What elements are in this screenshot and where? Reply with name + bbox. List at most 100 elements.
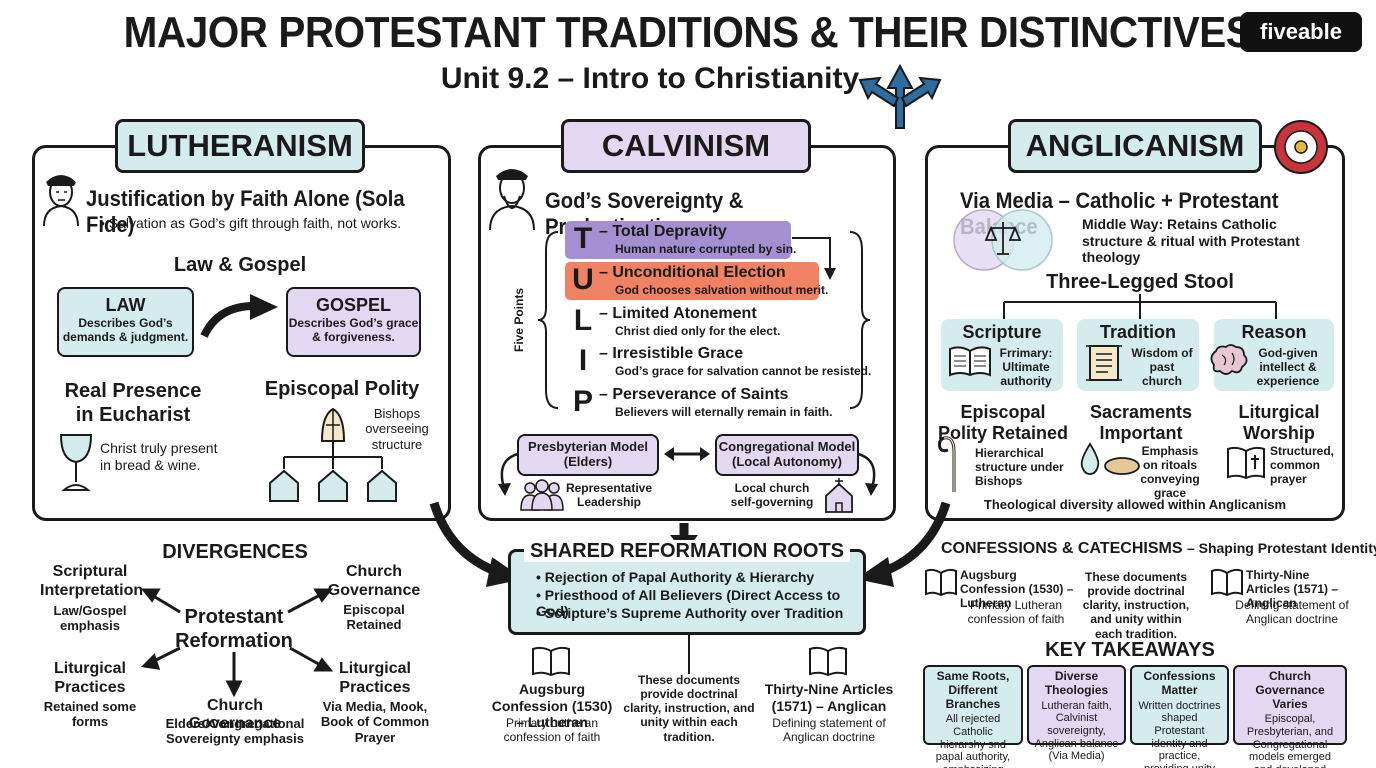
real-presence-text: Christ truly present in bread & wine. [100, 440, 218, 473]
shared-roots-point-3: • Scripture’s Supreme Authority over Tra… [536, 605, 844, 621]
anglican-polity-title: Episcopal Polity Retained [937, 402, 1069, 444]
five-points-right-brace [849, 231, 871, 409]
divergences-center: Protestant Reformation [175, 606, 293, 652]
takeaway-governance-varies-title: Church Governance Varies [1255, 669, 1325, 711]
takeaway-confessions-matter-text: Written doctrines shaped Protestant iden… [1138, 699, 1221, 768]
local-church-icon [825, 478, 853, 513]
real-presence-title: Real Presence in Eucharist [64, 380, 202, 426]
takeaway-diverse-theologies-title: Diverse Theologies [1044, 669, 1109, 697]
liturgical-worship-text: Structured, common prayer [1270, 444, 1335, 487]
confessions-subtitle: – Shaping Protestant Identity [1186, 540, 1376, 556]
shared-augsburg-title: Augsburg Confession (1530) – Lutheran [491, 681, 613, 731]
gospel-box-text: Describes God’s grace & forgiveness. [288, 316, 419, 345]
divergence-governance-elders-text: Elders/Congregational Sovereignty emphas… [165, 716, 305, 747]
shared-roots-connector-line [688, 634, 690, 674]
reason-leg-text: God-given intellect & experience [1256, 346, 1320, 389]
scripture-leg-title: Scripture [962, 322, 1042, 342]
presbyterian-curve-arrow-icon [498, 452, 519, 496]
via-media-text: Middle Way: Retains Catholic structure &… [1082, 216, 1300, 266]
stool-connector-lines [1003, 294, 1277, 320]
presbyterian-model-box: Presbyterian Model (Elders) [517, 434, 659, 476]
tulip-letter-i: I [578, 344, 588, 377]
shared-articles-text: Defining statement of Anglican doctrine [772, 716, 886, 745]
calvinism-tag: CALVINISM [561, 119, 811, 173]
augsburg-book-icon [532, 646, 570, 676]
takeaways-title: KEY TAKEAWAYS [1045, 639, 1215, 661]
page-title: MAJOR PROTESTANT TRADITIONS & THEIR DIST… [123, 8, 1253, 57]
confessions-augsburg-book-icon [925, 568, 957, 596]
takeaway-confessions-matter: Confessions Matter Written doctrines sha… [1130, 665, 1229, 768]
presbyterian-text: Representative Leadership [565, 481, 653, 510]
tulip-letter-l: L [573, 304, 593, 337]
takeaway-diverse-theologies-text: Lutheran faith, Calvinist sovereignty, A… [1034, 699, 1119, 763]
tulip-u-highlight [565, 262, 819, 300]
law-box-text: Describes God’s demands & judgment. [62, 316, 189, 345]
divergence-liturgical-right-text: Via Media, Mook, Book of Common Prayer [320, 699, 430, 745]
tulip-text-l: Christ died only for the elect. [615, 324, 781, 338]
five-points-label: Five Points [512, 287, 526, 352]
chalice-icon [59, 434, 93, 491]
prayer-book-icon [1227, 446, 1265, 480]
law-gospel-title: Law & Gospel [173, 254, 307, 276]
justification-text: • Salvation as God’s gift through faith,… [100, 215, 402, 231]
shared-augsburg-text: Primary Lutheran confession of faith [503, 716, 601, 745]
divergence-governance-episcopal-text: Episcopal Retained [343, 602, 405, 633]
church-hierarchy-icon [269, 407, 397, 502]
john-calvin-portrait-icon [489, 169, 535, 231]
law-box-title: LAW [105, 295, 146, 315]
tradition-leg-text: Wisdom of past church [1131, 346, 1193, 389]
confessions-articles-text: Defining statement of Anglican doctrine [1235, 598, 1349, 627]
divergence-governance-episcopal-title: Church Governance [327, 563, 421, 599]
tulip-t-highlight [565, 221, 791, 259]
takeaway-confessions-matter-title: Confessions Matter [1143, 669, 1216, 697]
scroll-icon [1086, 345, 1122, 381]
shared-roots-point-2: • Priesthood of All Believers (Direct Ac… [536, 587, 841, 619]
tulip-letter-p: P [572, 385, 593, 418]
confessions-augsburg-title: Augsburg Confession (1530) – Lutheran [960, 568, 1074, 611]
divergence-governance-elders-title: Church Governance [188, 697, 282, 732]
t-to-u-arrow-icon [792, 237, 836, 280]
tulip-letter-u: U [572, 263, 594, 296]
via-media-venn-icon [953, 209, 1053, 271]
takeaway-diverse-theologies: Diverse Theologies Lutheran faith, Calvi… [1027, 665, 1126, 762]
divergence-scriptural-text: Law/Gospel emphasis [53, 603, 127, 634]
crozier-icon [938, 436, 956, 492]
stool-title: Three-Legged Stool [1046, 271, 1234, 293]
lutheran-polity-title: Episcopal Polity [264, 378, 420, 400]
tulip-title-l: – Limited Atonement [599, 305, 757, 322]
takeaway-same-roots: Same Roots, Different Branches All rejec… [923, 665, 1023, 768]
anglican-polity-text: Hierarchical structure under Bishops [975, 446, 1064, 489]
confessions-heading: CONFESSIONS & CATECHISMS – Shaping Prote… [941, 540, 1376, 558]
tulip-title-i: – Irresistible Grace [599, 345, 744, 362]
tulip-text-i: God’s grace for salvation cannot be resi… [615, 364, 872, 378]
brain-icon [1210, 344, 1248, 375]
gospel-box: GOSPEL Describes God’s grace & forgivene… [286, 287, 421, 357]
tudor-rose-icon [1274, 120, 1328, 174]
shared-articles-title: Thirty-Nine Articles (1571) – Anglican [764, 681, 894, 714]
congregational-text: Local church self-governing [730, 481, 814, 510]
takeaway-same-roots-text: All rejected Catholic hierarshy snd papa… [935, 713, 1011, 768]
converging-arrows [429, 501, 951, 587]
five-points-left-brace [537, 231, 559, 409]
lutheran-polity-text: Bishops overseeing structure [365, 406, 429, 452]
tulip-text-u: God chooses salvation without merit. [615, 283, 829, 297]
tulip-text-p: Believers will eternally remain in faith… [615, 405, 833, 419]
law-box: LAW Describes God’s demands & judgment. [57, 287, 194, 357]
diversity-note: Theological diversity allowed within Ang… [983, 497, 1287, 512]
confessions-articles-title: Thirty-Nine Articles (1571) – Anglican [1246, 568, 1339, 611]
confessions-articles-book-icon [1211, 568, 1243, 596]
tradition-leg-title: Tradition [1100, 322, 1176, 342]
congregational-curve-arrow-icon [857, 452, 878, 496]
open-book-icon [949, 346, 991, 377]
sacraments-text: Emphasis on ritoals conveying grace [1140, 444, 1200, 501]
takeaway-governance-varies: Church Governance Varies Episcopal, Pres… [1233, 665, 1347, 768]
confessions-middle-text: These documents provide doctrinal clarit… [1082, 570, 1190, 641]
takeaway-same-roots-title: Same Roots, Different Branches [936, 669, 1010, 711]
articles-book-icon [809, 646, 847, 676]
confessions-title: CONFESSIONS & CATECHISMS [941, 540, 1183, 557]
shared-roots-title-text: SHARED REFORMATION ROOTS [523, 540, 851, 562]
divergence-liturgical-left-title: Liturgical Practices [53, 660, 126, 696]
congregational-model-box: Congregational Model (Local Autonomy) [715, 434, 859, 476]
divergences-title: DIVERGENCES [162, 541, 308, 563]
confessions-augsburg-text: Primary Lutheran confession of faith [967, 598, 1065, 627]
